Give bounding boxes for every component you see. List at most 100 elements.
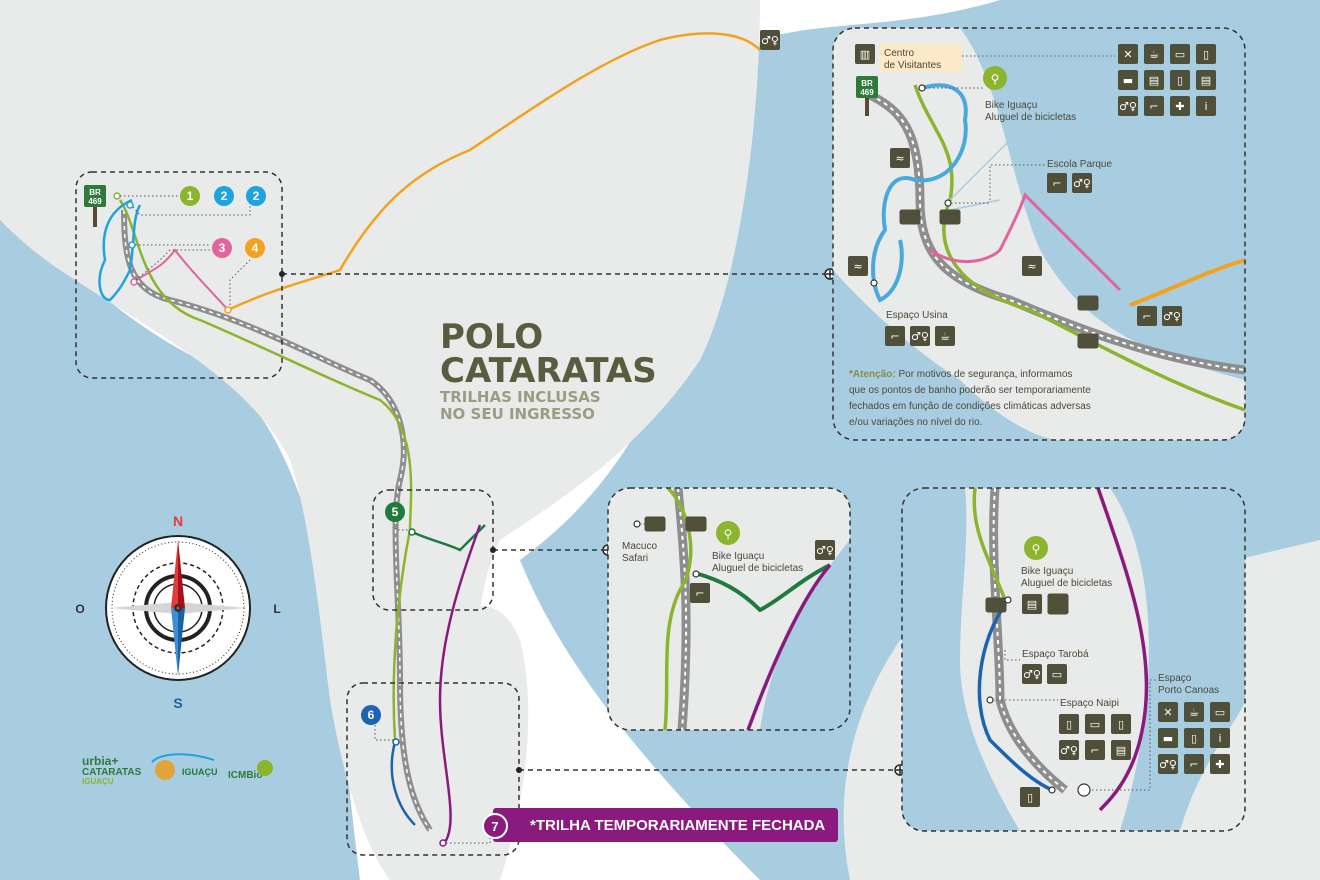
trail-marker-label: 2 (221, 189, 228, 203)
svg-text:i: i (1204, 100, 1207, 113)
svg-text:⌐: ⌐ (1090, 744, 1099, 757)
inset2-bus-icon (685, 516, 707, 532)
svg-text:▭: ▭ (1052, 668, 1062, 681)
porto-wc-icon: ♂♀ (1158, 754, 1178, 774)
svg-text:469: 469 (860, 88, 874, 97)
svg-text:⚲: ⚲ (1032, 542, 1041, 556)
naipi-amenities: ▯ ▭ ▯ ♂♀ ⌐ ▤ (1059, 714, 1131, 760)
title-line-2: CATARATAS (440, 351, 657, 391)
svg-text:▬: ▬ (1163, 732, 1173, 745)
taroba-wc-icon: ♂♀ (1022, 664, 1042, 684)
visitor-info-icon: i (1196, 96, 1216, 116)
svg-text:▬: ▬ (1123, 74, 1133, 87)
svg-text:♂♀: ♂♀ (1159, 758, 1177, 771)
inset-visitor-center: ▥ Centro de Visitantes BR 469 ✕☕▭▯▬▤▯▤♂♀… (832, 27, 1246, 441)
svg-text:⌐: ⌐ (1052, 177, 1061, 190)
museum-icon: ▥ (855, 44, 875, 64)
closed-trail-banner: 7 *TRILHA TEMPORARIAMENTE FECHADA (482, 808, 838, 842)
inset2-wc-icon: ♂♀ (815, 540, 835, 560)
inset2-trail-lime (663, 488, 693, 730)
bike-rental-label-2: Aluguel de bicicletas (985, 112, 1076, 123)
node-7 (439, 839, 447, 847)
svg-text:▯: ▯ (1118, 718, 1124, 731)
visitor-wc-icon: ♂♀ (1118, 96, 1138, 116)
visitor-shop-icon: ▯ (1196, 44, 1216, 64)
porto-snack-icon: ▭ (1210, 702, 1230, 722)
svg-text:✚: ✚ (1215, 758, 1224, 771)
restroom-icon: ♂♀ (760, 30, 780, 50)
svg-text:♂♀: ♂♀ (761, 34, 779, 47)
trail-marker-label: 1 (187, 189, 194, 203)
svg-text:⚲: ⚲ (991, 72, 1000, 86)
inset2-trail-green (694, 563, 831, 613)
school-label: Escola Parque (1047, 159, 1112, 170)
svg-text:☕: ☕ (1189, 706, 1199, 719)
usina-wc-icon: ♂♀ (910, 326, 930, 346)
visitor-center-highlight (880, 44, 962, 72)
svg-text:▯: ▯ (1027, 791, 1033, 804)
urbia-logo: urbia+ (82, 754, 118, 768)
inset1-trail-orange (1129, 258, 1245, 307)
safety-notice-line-3: fechados em função de condições climátic… (849, 401, 1091, 412)
trail-marker-5: 5 (385, 502, 405, 522)
bus-stop-icon-3 (1077, 295, 1099, 311)
svg-text:▤: ▤ (1116, 744, 1126, 757)
bus-stop-icon-1 (899, 209, 921, 225)
svg-text:♂♀: ♂♀ (1060, 744, 1078, 757)
compass: N S O L (75, 513, 280, 711)
svg-text:▯: ▯ (1177, 74, 1183, 87)
trail-marker-6: 6 (361, 705, 381, 725)
inset3-hotel-icon: ▯ (1020, 787, 1040, 807)
naipi-shop-icon: ▯ (1059, 714, 1079, 734)
svg-text:≈: ≈ (1027, 260, 1036, 273)
porto-restaurant-icon: ✕ (1158, 702, 1178, 722)
svg-text:♂♀: ♂♀ (911, 330, 929, 343)
compass-north: N (173, 513, 183, 529)
svg-text:▯: ▯ (1191, 732, 1197, 745)
svg-text:⌐: ⌐ (1189, 758, 1198, 771)
macuco-bus-icon (644, 516, 666, 532)
naipi-label: Espaço Naipi (1060, 698, 1119, 709)
porto-water-icon: ⌐ (1184, 754, 1204, 774)
swim-icon-3: ≈ (1022, 256, 1042, 276)
trail-marker-label: 6 (368, 708, 375, 722)
trail-marker-3: 3 (212, 238, 232, 258)
inset3-bike-label-1: Bike Iguaçu (1021, 566, 1073, 577)
trail-marker-label: 3 (219, 241, 226, 255)
svg-text:☕: ☕ (940, 330, 950, 343)
icmbio-emblem (257, 760, 273, 776)
svg-text:≈: ≈ (895, 152, 904, 165)
school-wc-icon: ♂♀ (1072, 173, 1092, 193)
visitor-atm-icon: ▤ (1196, 70, 1216, 90)
svg-text:⌐: ⌐ (1142, 310, 1151, 323)
svg-text:⌐: ⌐ (1149, 100, 1158, 113)
trail-purple (438, 524, 482, 843)
br469-sign-inset: BR 469 (856, 76, 878, 116)
svg-text:BR: BR (861, 79, 873, 88)
node-4 (224, 306, 232, 314)
svg-text:▥: ▥ (860, 48, 870, 61)
inset3-trail-purple (1096, 488, 1149, 812)
node-6 (392, 738, 400, 746)
porto-shop-icon: ▯ (1184, 728, 1204, 748)
svg-text:▭: ▭ (1215, 706, 1225, 719)
svg-text:♂♀: ♂♀ (1023, 668, 1041, 681)
safety-notice-line-1: *Atenção: Por motivos de segurança, info… (849, 369, 1072, 380)
visitor-shop-icon: ▯ (1170, 70, 1190, 90)
inset2-trail-purple (746, 563, 832, 730)
bike-icon (983, 66, 1007, 90)
swim-icon-1: ≈ (890, 148, 910, 168)
trail-marker-label: 5 (392, 505, 399, 519)
inset3-bike-icon (1024, 536, 1048, 560)
safety-notice-line-2: que os pontos de banho poderão ser tempo… (849, 385, 1091, 396)
inset-macuco: Macuco Safari ⚲ Bike Iguaçu Aluguel de b… (607, 487, 851, 731)
taroba-snack-icon: ▭ (1047, 664, 1067, 684)
river-wc-icon: ♂♀ (1162, 306, 1182, 326)
inset3-trail-navy (977, 603, 1053, 792)
park-logo: IGUAÇU (182, 767, 218, 777)
visitor-snack-icon: ▭ (1170, 44, 1190, 64)
naipi-snack-icon: ▭ (1085, 714, 1105, 734)
br-label: BR (89, 188, 101, 197)
naipi-shop-icon: ▯ (1111, 714, 1131, 734)
